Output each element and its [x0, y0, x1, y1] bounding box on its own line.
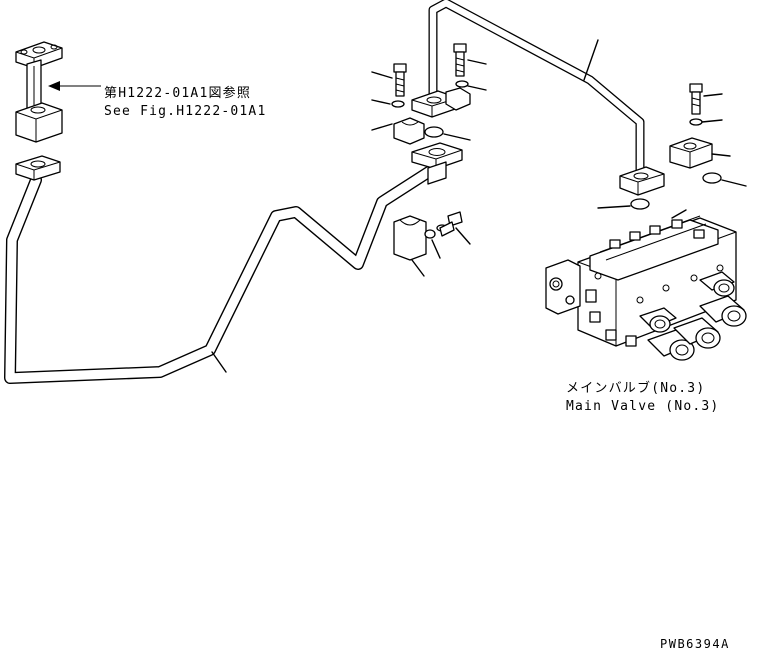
long-hydraulic-pipe — [4, 160, 444, 384]
solenoid-3 — [699, 295, 747, 327]
solenoid-1 — [647, 329, 695, 361]
upper-hydraulic-pipe — [428, 0, 645, 177]
bolt-1 — [371, 63, 407, 97]
cover-plate — [669, 137, 731, 169]
reference-assembly — [15, 41, 63, 143]
o-ring-2 — [702, 172, 747, 187]
upper-pipe-leader — [583, 39, 599, 81]
washer-1 — [371, 99, 405, 108]
drawing-code: PWB6394A — [660, 637, 730, 651]
main-valve-label-jp: メインバルブ(No.3) — [566, 380, 705, 396]
clamp-upper — [371, 117, 425, 145]
main-valve — [545, 215, 747, 361]
bolt-2 — [453, 43, 487, 77]
clamp-right — [445, 87, 471, 111]
reference-label-jp: 第H1222-01A1図参照 — [104, 85, 251, 101]
o-ring-3 — [597, 198, 650, 210]
washer-2 — [455, 80, 487, 91]
valve-flange — [619, 166, 665, 196]
bolt-3 — [424, 211, 471, 259]
o-ring-1 — [424, 126, 471, 141]
solenoid-4 — [639, 307, 677, 333]
clamp-lower — [393, 215, 427, 277]
bolt-4 — [689, 83, 723, 115]
reference-label-en: See Fig.H1222-01A1 — [104, 104, 266, 119]
washer-3 — [689, 118, 723, 126]
solenoid-5 — [699, 271, 735, 297]
main-valve-label-en: Main Valve (No.3) — [566, 399, 719, 414]
pipe-flange-left — [15, 155, 61, 181]
reference-leader — [48, 81, 101, 91]
solenoid-2 — [673, 317, 721, 349]
valve-fitting-leader — [671, 209, 687, 219]
pipe-flange-right — [411, 142, 463, 185]
long-pipe-leader — [211, 351, 227, 373]
